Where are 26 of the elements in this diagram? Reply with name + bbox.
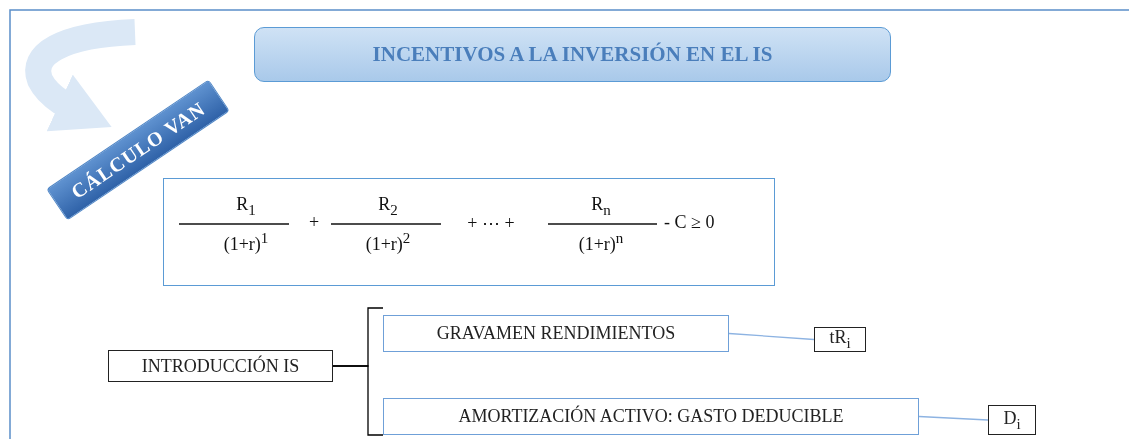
box-text: D$_{i}$ <box>1003 407 1021 433</box>
title-text: INCENTIVOS A LA INVERSIÓN EN EL IS <box>372 42 773 67</box>
text-box <box>814 327 866 352</box>
text-box <box>108 350 333 382</box>
curved-arrow <box>25 19 136 132</box>
numerator: R$_{1}$ <box>236 194 256 219</box>
connector-line <box>332 365 384 436</box>
denominator: (1+r)$^{1}$ <box>223 230 269 255</box>
connector-line <box>918 415 989 421</box>
numerator: R$_{n}$ <box>591 194 611 219</box>
box-text: GRAVAMEN RENDIMIENTOS <box>436 323 676 344</box>
box-text: AMORTIZACIÓN ACTIVO: GASTO DEDUCIBLE <box>458 406 844 427</box>
text-box <box>383 315 729 352</box>
denominator: (1+r)$^{2}$ <box>365 230 411 255</box>
title-banner <box>254 27 891 82</box>
formula-term: - C ≥ 0 <box>664 212 715 233</box>
formula-term: + ⋯ + <box>467 212 515 234</box>
formula-box <box>163 178 775 286</box>
box-text: tR$_{i}$ <box>829 327 851 352</box>
text-box <box>988 405 1036 435</box>
formula-term: + <box>308 212 320 233</box>
connector-line <box>728 332 815 341</box>
denominator: (1+r)$^{n}$ <box>578 230 624 255</box>
box-text: INTRODUCCIÓN IS <box>141 355 300 377</box>
numerator: R$_{2}$ <box>378 194 398 219</box>
text-box <box>383 398 919 435</box>
